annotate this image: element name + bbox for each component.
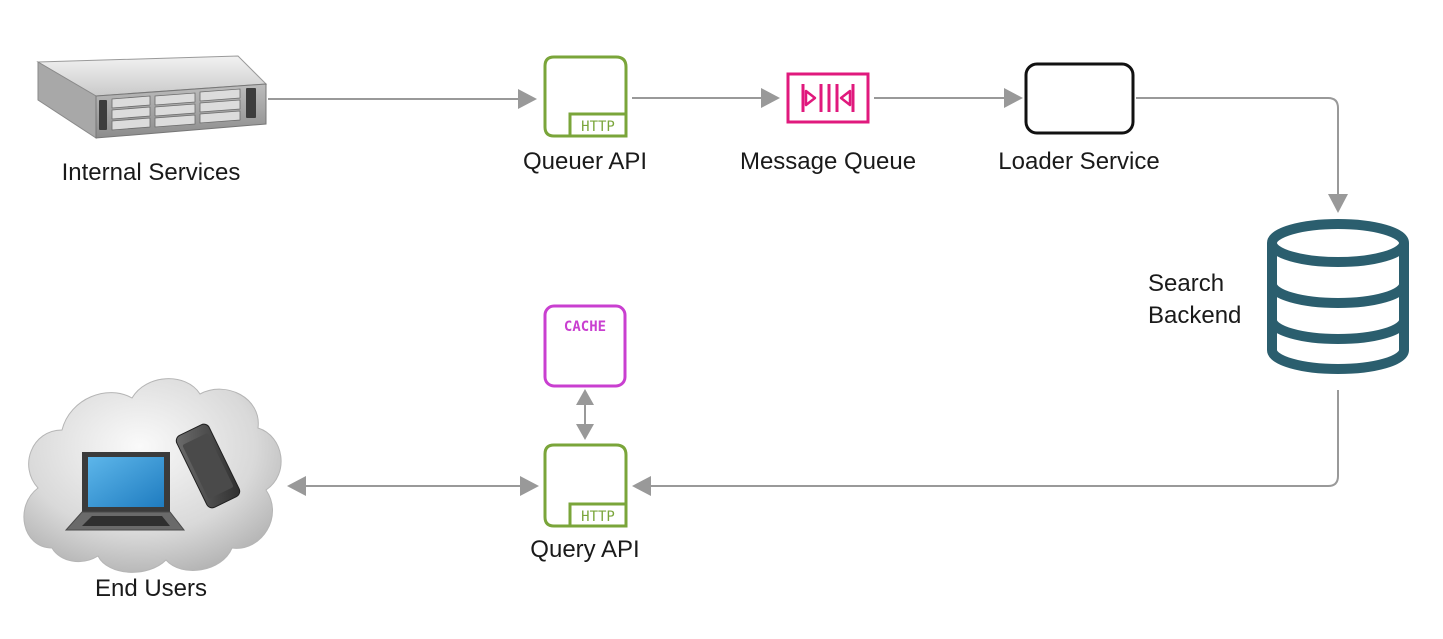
end-users-label: End Users (94, 575, 208, 602)
edge-loader-to-backend (1136, 97, 1348, 213)
loader-service-node[interactable] (1024, 62, 1135, 135)
edge-query-cache (576, 389, 594, 440)
edge-queue-to-loader (874, 88, 1023, 108)
search-backend-label-line2: Backend (1148, 302, 1242, 329)
search-backend-label: Search Backend (1148, 268, 1241, 332)
queuer-api-node[interactable] (543, 55, 628, 138)
search-backend-label-line1: Search (1148, 270, 1225, 297)
queuer-api-label: Queuer API (522, 148, 648, 175)
cloud-devices-icon (23, 378, 282, 573)
cache-node[interactable]: CACHE (543, 304, 627, 388)
internal-services-label: Internal Services (61, 159, 241, 186)
http-endpoint-icon (543, 55, 628, 138)
query-http-badge: HTTP (581, 509, 615, 525)
cache-icon (543, 304, 627, 388)
server-rack-icon (36, 55, 268, 139)
edges (268, 88, 1348, 496)
loader-service-label: Loader Service (998, 148, 1160, 175)
http-endpoint-icon (543, 443, 628, 528)
edge-internal-to-queuer (268, 89, 537, 109)
queuer-http-badge: HTTP (581, 119, 615, 135)
cache-badge: CACHE (564, 319, 606, 335)
query-api-node[interactable] (543, 443, 628, 528)
edge-query-endusers (287, 476, 539, 496)
message-queue-label: Message Queue (739, 148, 917, 175)
edge-queuer-to-queue (632, 88, 780, 108)
message-queue-icon (786, 72, 870, 124)
database-icon (1267, 219, 1409, 374)
query-api-label: Query API (530, 536, 640, 563)
edge-backend-to-query (632, 390, 1339, 496)
service-box-icon (1024, 62, 1135, 135)
